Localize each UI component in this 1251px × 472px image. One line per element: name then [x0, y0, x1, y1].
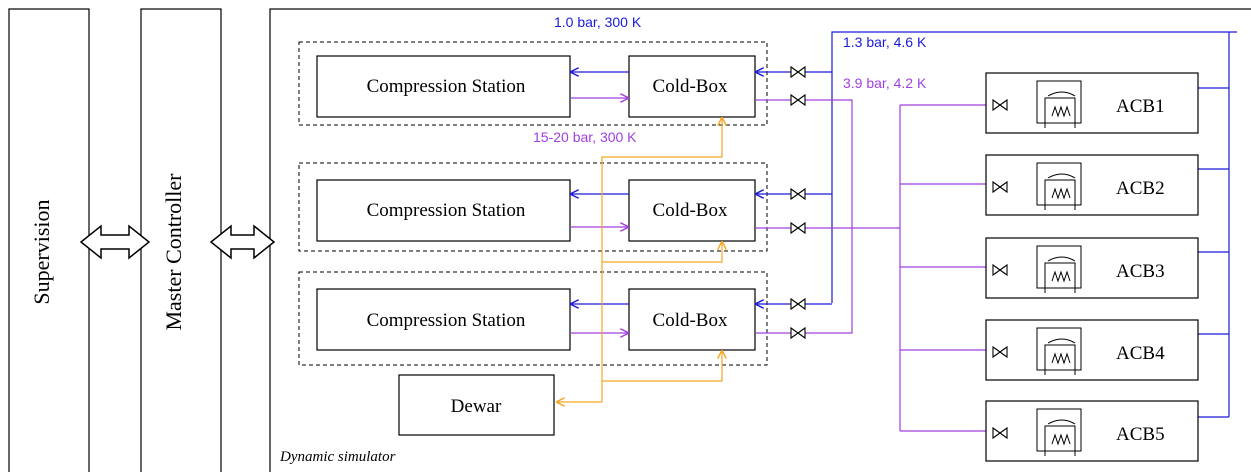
- acb-label: ACB3: [1116, 261, 1165, 282]
- master-controller-label: Master Controller: [161, 173, 186, 331]
- dewar: Dewar: [398, 374, 555, 436]
- valve-icon: [992, 345, 1008, 359]
- acb-label: ACB4: [1116, 343, 1165, 364]
- compression-station-label: Compression Station: [367, 310, 526, 331]
- valve-icon: [790, 297, 806, 311]
- acb-4: ACB4: [985, 319, 1199, 381]
- warm-connections: [571, 72, 629, 333]
- master-controller-panel: Master Controller: [140, 8, 222, 472]
- supervision-label: Supervision: [29, 199, 54, 304]
- valve-icon: [790, 221, 806, 235]
- supervision-panel: Supervision: [8, 8, 90, 472]
- acb-label: ACB1: [1116, 96, 1165, 117]
- compression-station-box: [316, 179, 571, 242]
- acb-label: ACB5: [1116, 424, 1165, 445]
- compression-station-box: [316, 288, 571, 351]
- cold-box-label: Cold-Box: [653, 310, 728, 331]
- cryo-unit-3: Compression Station Cold-Box: [298, 271, 768, 366]
- cryostat-icon: [1036, 162, 1082, 210]
- double-arrow-icon: [209, 224, 276, 260]
- acb-label: ACB2: [1116, 178, 1165, 199]
- valve-icon: [992, 180, 1008, 194]
- cryostat-icon: [1036, 80, 1082, 128]
- cold-return-label: 1.3 bar, 4.6 K: [843, 34, 927, 50]
- cryo-unit-1: Compression Station Cold-Box: [298, 41, 768, 126]
- valve-icon: [790, 93, 806, 107]
- cold-box-label: Cold-Box: [653, 200, 728, 221]
- acb-5: ACB5: [985, 400, 1199, 462]
- lp-return-label: 1.0 bar, 300 K: [554, 14, 642, 30]
- hp-supply-label: 15-20 bar, 300 K: [533, 129, 637, 145]
- cryostat-icon: [1036, 327, 1082, 375]
- valve-icon: [790, 326, 806, 340]
- cryostat-icon: [1036, 245, 1082, 293]
- valves: [790, 65, 806, 340]
- cryo-unit-2: Compression Station Cold-Box: [298, 162, 768, 252]
- dynamic-simulator-label: Dynamic simulator: [279, 449, 396, 465]
- dewar-lines: [557, 118, 722, 402]
- cold-box-label: Cold-Box: [653, 76, 728, 97]
- acb-2: ACB2: [985, 154, 1199, 216]
- double-arrow-icon: [79, 224, 151, 260]
- cold-box: [628, 179, 756, 242]
- cold-box: [628, 55, 756, 118]
- compression-station-box: [316, 55, 571, 118]
- acb-3: ACB3: [985, 237, 1199, 299]
- cryostat-icon: [1036, 408, 1082, 456]
- cold-box: [628, 288, 756, 351]
- cold-supply-label: 3.9 bar, 4.2 K: [843, 75, 927, 91]
- compression-station-label: Compression Station: [367, 76, 526, 97]
- valve-icon: [992, 98, 1008, 112]
- valve-icon: [992, 426, 1008, 440]
- valve-icon: [790, 65, 806, 79]
- compression-station-label: Compression Station: [367, 200, 526, 221]
- valve-icon: [790, 187, 806, 201]
- valve-icon: [992, 263, 1008, 277]
- acb-1: ACB1: [985, 72, 1199, 134]
- dewar-label: Dewar: [451, 396, 502, 417]
